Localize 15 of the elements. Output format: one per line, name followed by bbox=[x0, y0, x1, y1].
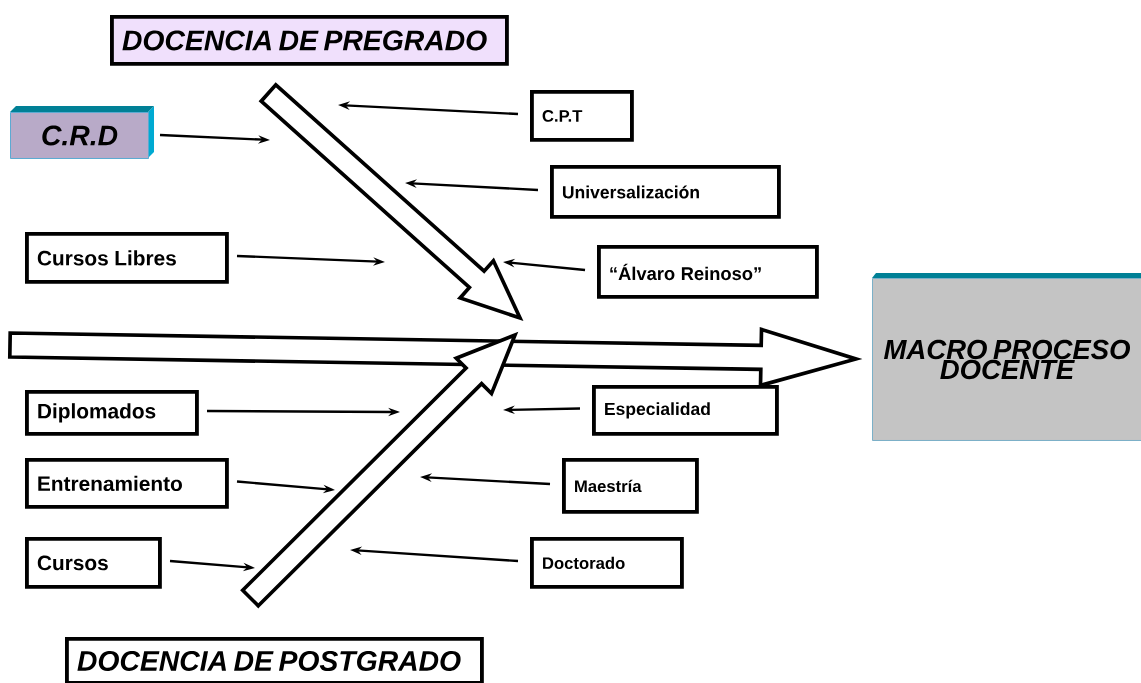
label-box: Maestría bbox=[562, 458, 699, 514]
label-box: Doctorado bbox=[530, 537, 684, 589]
label-box: Especialidad bbox=[592, 385, 779, 436]
label-box: Cursos bbox=[25, 537, 162, 589]
block-box: C.R.D bbox=[10, 106, 154, 159]
heading-box: DOCENCIA DE PREGRADO bbox=[110, 15, 509, 66]
block-arrow bbox=[7, 326, 863, 388]
label-box: C.P.T bbox=[530, 90, 634, 142]
heading-box: DOCENCIA DE POSTGRADO bbox=[65, 637, 484, 683]
target-box: MACRO PROCESO DOCENTE bbox=[872, 273, 1141, 441]
label-box: “Álvaro Reinoso” bbox=[597, 245, 819, 299]
label-box: Cursos Libres bbox=[25, 232, 229, 284]
label-box: Entrenamiento bbox=[25, 458, 229, 509]
label-box: Diplomados bbox=[25, 390, 199, 436]
label-box: Universalización bbox=[550, 165, 781, 219]
